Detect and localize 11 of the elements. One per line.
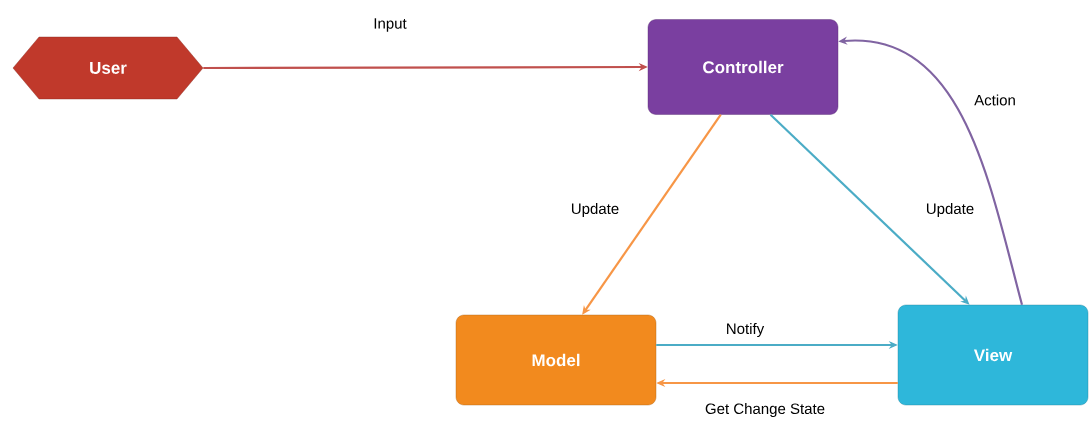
- process-box: Model: [455, 314, 657, 406]
- edge-label: Update: [924, 202, 976, 218]
- edge-label: Update: [569, 202, 621, 218]
- edge-label: Action: [973, 93, 1017, 107]
- edge-label: Notify: [724, 322, 766, 338]
- edge-label: Get Change State: [703, 402, 827, 418]
- process-box: Controller: [647, 19, 839, 115]
- process-box: View: [897, 304, 1089, 406]
- arrow: [582, 114, 722, 315]
- hexagon-node: User: [12, 36, 204, 100]
- edge-label: Input: [372, 17, 408, 33]
